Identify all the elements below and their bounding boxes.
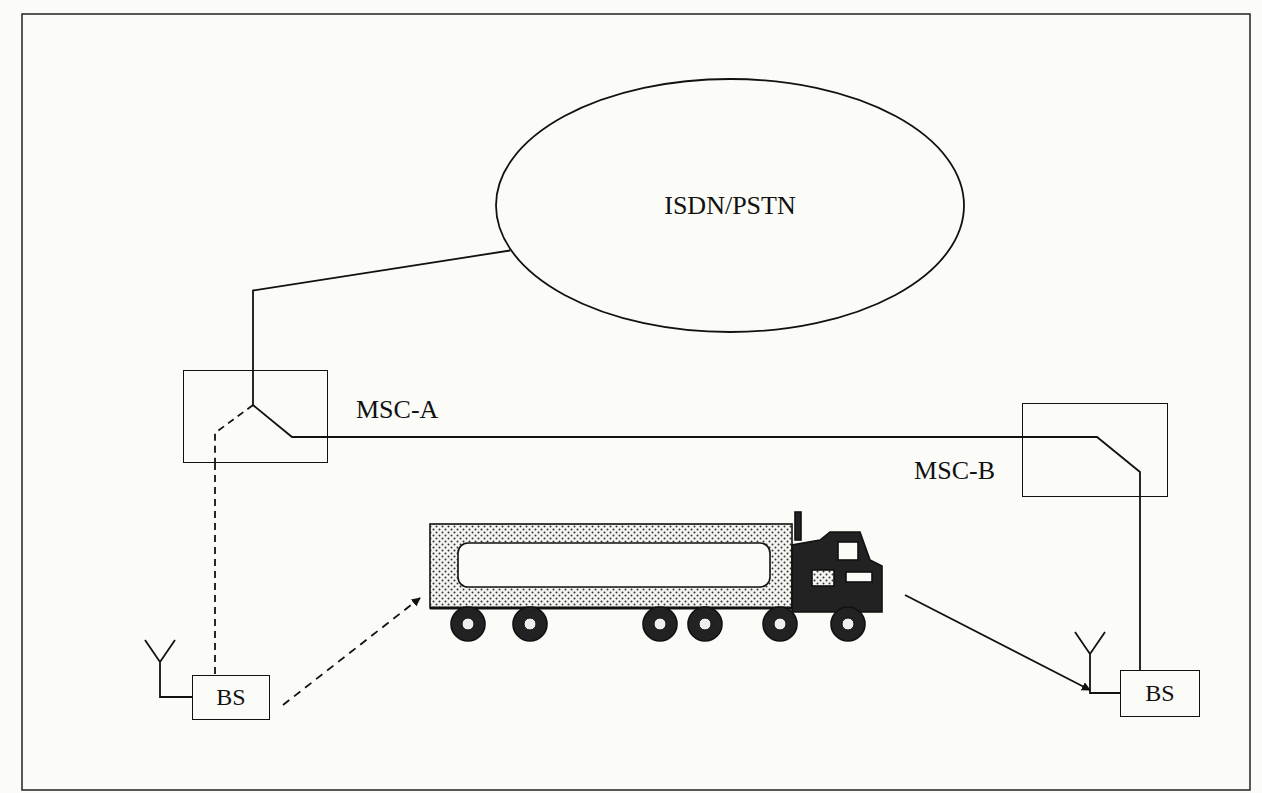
ellipse-shape [496,79,964,332]
switch-symbol [1022,437,1140,497]
switching-center: MSC-B [1022,403,1168,497]
movement-arrow [283,598,420,705]
switch-symbol [215,370,328,463]
trunk-line [1139,497,1141,670]
node-label: ISDN/PSTN [664,191,795,221]
label-anchor: MSC-B [914,456,995,486]
base-station: BS [1120,670,1200,717]
outer-frame [22,14,1250,790]
node-label: BS [1145,680,1174,708]
label-anchor: MSC-A [356,395,438,425]
truck-illustration [430,512,882,641]
trunk-line [328,436,1022,438]
node-heading: MSC-A [356,395,438,425]
base-station: BS [192,675,270,720]
switching-center: MSC-A [183,370,328,463]
antenna-symbol [145,640,192,697]
trunk-line [253,251,510,371]
node-label: BS [216,684,245,712]
node-heading: MSC-B [914,456,995,486]
network-cloud: ISDN/PSTN [495,78,965,333]
trunk-line [214,463,216,675]
movement-arrow [905,595,1090,690]
antenna-symbol [1075,632,1120,693]
